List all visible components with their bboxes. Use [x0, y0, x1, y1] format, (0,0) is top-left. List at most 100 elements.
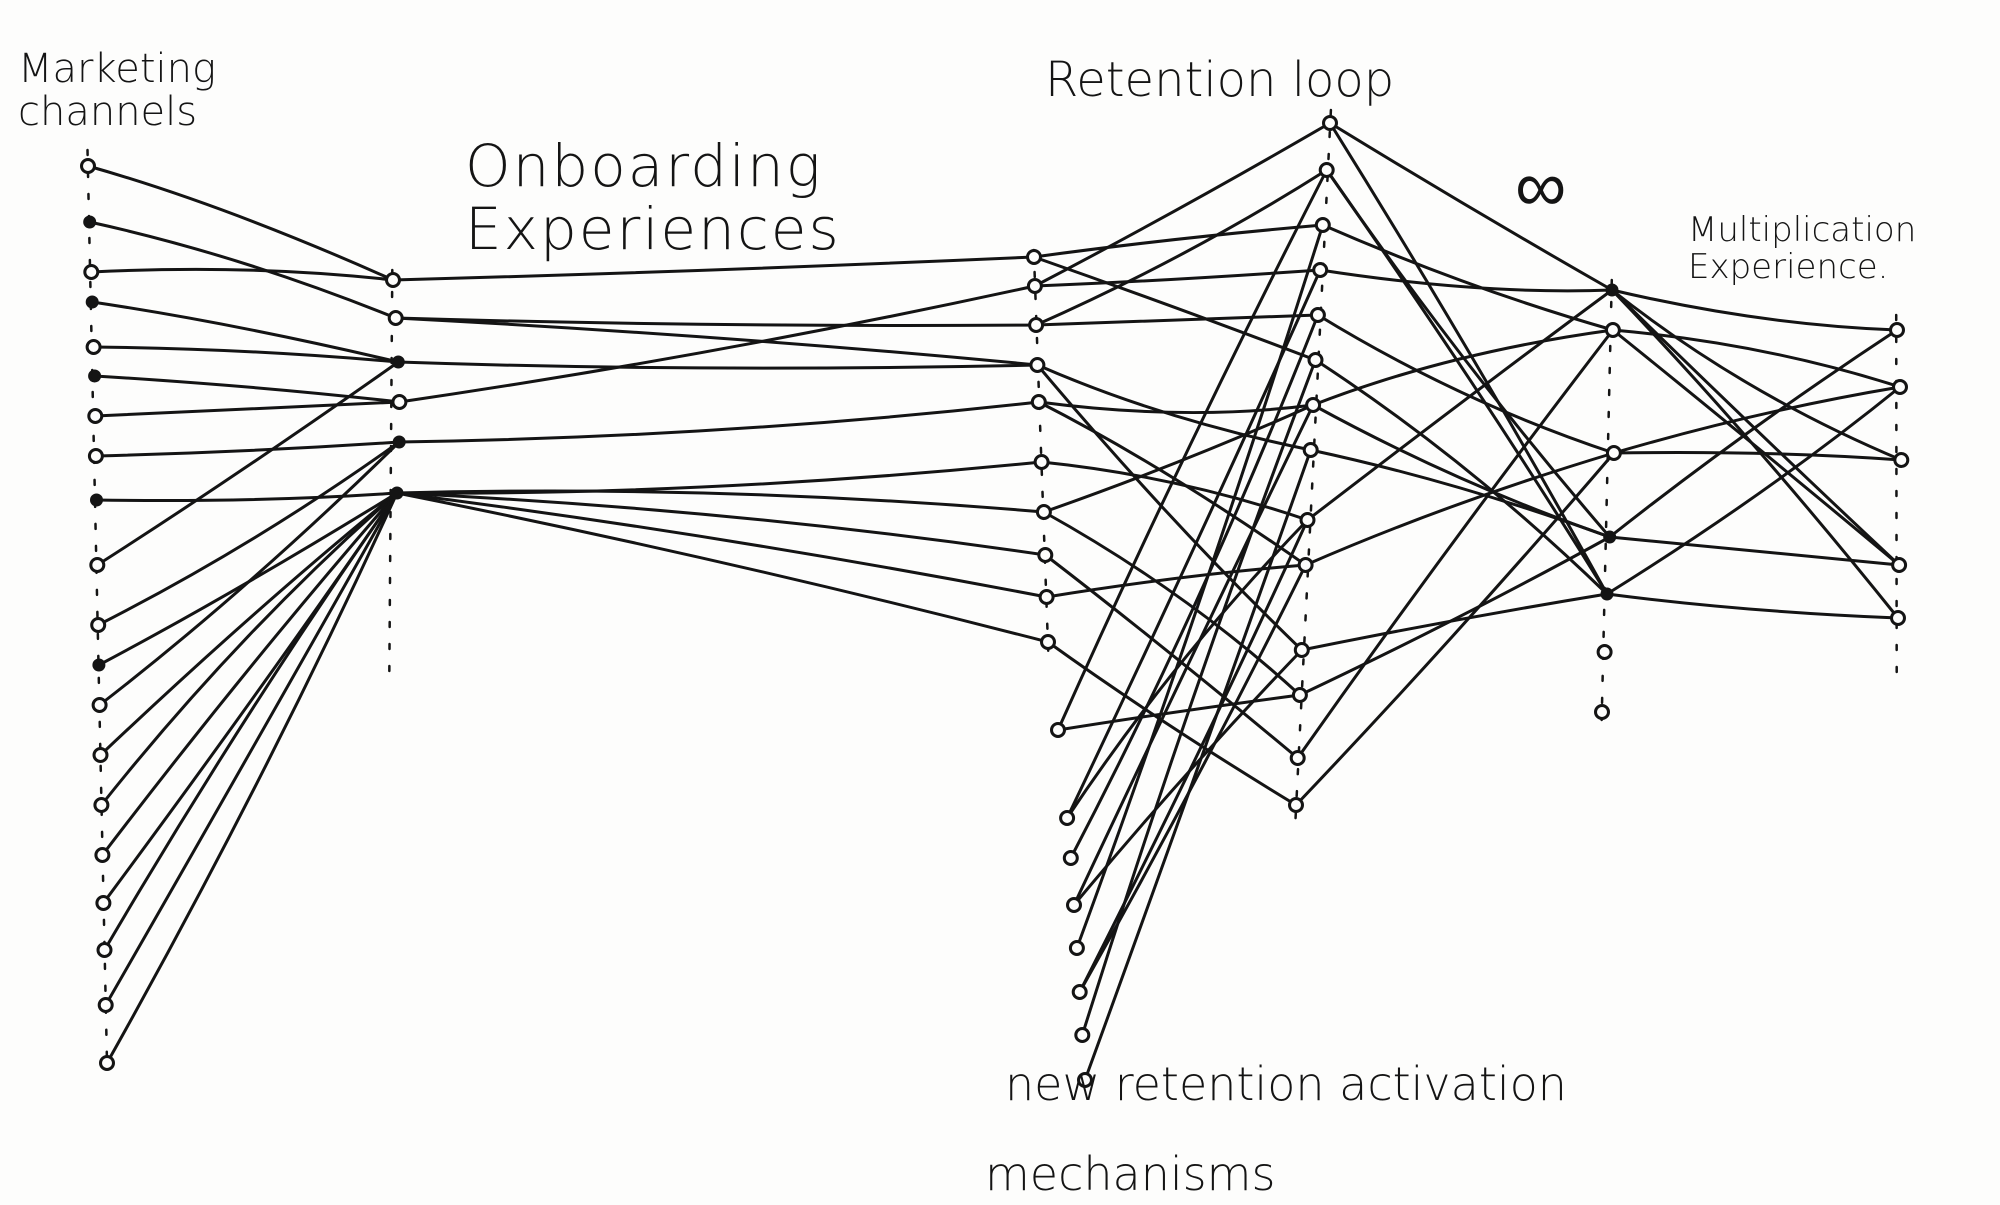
- node-c-3: [1029, 357, 1046, 373]
- connection-line: [1605, 385, 1902, 596]
- onboarding-experiences-label: Onboarding Experiences: [465, 135, 841, 260]
- node-d-3: [1312, 262, 1329, 278]
- connection-line: [1032, 255, 1317, 362]
- marketing-label-line2: channels: [18, 89, 198, 136]
- node-g-4: [1068, 940, 1085, 956]
- node-g-0: [1050, 722, 1066, 738]
- connection-line: [1078, 518, 1309, 994]
- node-a-6: [87, 408, 104, 424]
- node-g-3: [1066, 897, 1082, 913]
- node-f-2: [1893, 452, 1910, 468]
- node-g-2: [1062, 850, 1079, 866]
- column-guide-a: [86, 148, 109, 1072]
- connection-line: [1298, 535, 1612, 697]
- node-c-9: [1040, 634, 1056, 650]
- node-d-12: [1289, 750, 1306, 766]
- connection-line: [104, 491, 399, 1007]
- connection-line: [1304, 451, 1616, 567]
- new-retention-label-line1: new retention activation: [1005, 1057, 1567, 1111]
- connection-line: [1075, 223, 1325, 950]
- node-a-12: [91, 697, 108, 713]
- connection-line: [1605, 592, 1900, 620]
- node-g-1: [1059, 810, 1076, 826]
- connection-line: [1040, 460, 1309, 522]
- connection-line: [1078, 563, 1308, 994]
- connection-line: [95, 491, 399, 503]
- connection-line: [1033, 268, 1322, 288]
- node-b-3: [391, 394, 408, 410]
- connection-line: [1612, 385, 1902, 455]
- node-d-8: [1299, 512, 1316, 528]
- connection-line: [394, 316, 1038, 328]
- node-c-8: [1038, 589, 1055, 605]
- connection-line: [1608, 328, 1899, 539]
- connection-line: [1072, 403, 1315, 907]
- connection-line: [98, 440, 401, 707]
- node-b-4: [392, 435, 406, 449]
- connection-line: [1037, 400, 1308, 567]
- marketing-channels-label: Marketing channels: [18, 47, 216, 136]
- node-e-2: [1605, 445, 1622, 461]
- connection-line: [395, 491, 1050, 644]
- node-d-9: [1297, 557, 1314, 573]
- connection-line: [1065, 518, 1309, 820]
- connection-line: [1294, 451, 1616, 807]
- node-c-6: [1035, 504, 1052, 520]
- connection-line: [1080, 358, 1317, 1037]
- connection-line: [397, 284, 1037, 404]
- node-e-6: [1594, 704, 1610, 720]
- connection-line: [395, 489, 1046, 514]
- connection-line: [88, 220, 398, 320]
- connection-line: [97, 491, 399, 667]
- node-e-5: [1596, 644, 1613, 660]
- node-a-7: [87, 448, 104, 464]
- connection-line: [1325, 168, 1609, 596]
- node-c-7: [1037, 547, 1054, 563]
- node-a-17: [96, 942, 113, 958]
- node-f-1: [1892, 379, 1908, 395]
- connection-line: [1611, 328, 1902, 389]
- node-g-6: [1074, 1027, 1091, 1043]
- node-a-3: [85, 295, 99, 309]
- connection-line: [391, 255, 1036, 282]
- connection-line: [1069, 313, 1320, 860]
- connection-line: [1316, 313, 1616, 455]
- connection-line: [396, 360, 1039, 370]
- connection-line: [1056, 168, 1329, 732]
- connection-line: [1072, 648, 1304, 907]
- node-d-4: [1309, 307, 1326, 323]
- connection-line: [1042, 510, 1302, 697]
- node-c-5: [1033, 454, 1050, 470]
- connection-line: [103, 491, 399, 952]
- node-a-1: [83, 215, 97, 229]
- new-retention-mechanisms-label: new retention activation mechanisms: [985, 1057, 1567, 1199]
- connection-line: [1610, 288, 1899, 332]
- node-c-2: [1028, 317, 1045, 333]
- connection-line: [1300, 592, 1609, 652]
- node-d-10: [1293, 642, 1310, 658]
- node-a-16: [95, 895, 112, 911]
- connection-line: [1612, 450, 1903, 462]
- node-e-0: [1605, 283, 1619, 297]
- node-f-0: [1889, 322, 1905, 338]
- node-f-4: [1890, 610, 1906, 626]
- connection-line: [95, 360, 400, 567]
- connection-line: [395, 491, 1049, 599]
- column-guide-e: [1600, 278, 1614, 722]
- connection-line: [1611, 328, 1901, 567]
- connection-line: [1037, 400, 1315, 415]
- connection-line: [395, 491, 1047, 557]
- node-d-2: [1314, 217, 1331, 233]
- connection-line: [1610, 288, 1903, 462]
- node-a-5: [88, 369, 102, 383]
- node-a-0: [80, 158, 96, 174]
- connection-line: [92, 345, 400, 364]
- column-guide-b: [388, 268, 394, 677]
- node-b-5: [390, 486, 404, 500]
- connection-line: [96, 440, 401, 627]
- multiplication-label-line2: Experience.: [1688, 246, 1889, 287]
- multiplication-label-line1: Multiplication: [1688, 210, 1917, 250]
- onboarding-label-line1: Onboarding: [465, 132, 823, 200]
- node-a-13: [92, 747, 109, 763]
